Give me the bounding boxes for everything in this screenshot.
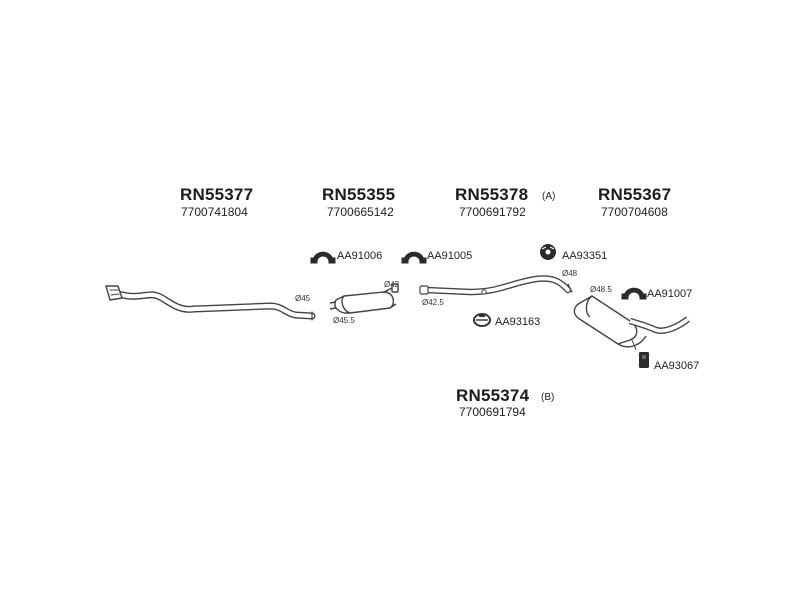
group-code: RN55377 [180,185,254,204]
group-number: 7700741804 [181,205,248,219]
group-number: 7700704608 [601,205,668,219]
rubber-mount-icon [473,313,491,327]
part-label: AA93163 [495,316,541,328]
part-label: AA91007 [647,288,693,300]
group-code: RN55355 [322,185,396,204]
clamp-icon [401,251,427,264]
part-label: AA93067 [654,360,700,372]
group-code: RN55374 [456,386,530,405]
diameter-label: Ø42.5 [422,298,444,307]
group-code: RN55367 [598,185,672,204]
diameter-label: Ø42 [384,280,400,289]
part-label: AA91005 [427,250,473,262]
rubber-block-icon [639,352,649,368]
part-label: AA91006 [337,250,383,262]
group-suffix: (A) [542,191,556,202]
group-suffix: (B) [541,392,555,403]
clamp-icon [310,251,336,264]
part-label: AA93351 [562,250,608,262]
diameter-label: Ø45.5 [333,316,355,325]
gasket-icon [540,244,556,260]
group-number: 7700665142 [327,205,394,219]
intermediate-pipe [419,275,573,296]
group-code: RN55378 [455,185,529,204]
centre-silencer [329,283,399,314]
group-number: 7700691794 [459,405,526,419]
front-pipe [105,285,316,321]
rear-silencer [573,295,690,351]
diameter-label: Ø45 [295,294,311,303]
clamp-icon [621,287,647,300]
diameter-label: Ø48.5 [590,285,612,294]
diameter-label: Ø48 [562,269,578,278]
group-number: 7700691792 [459,205,526,219]
